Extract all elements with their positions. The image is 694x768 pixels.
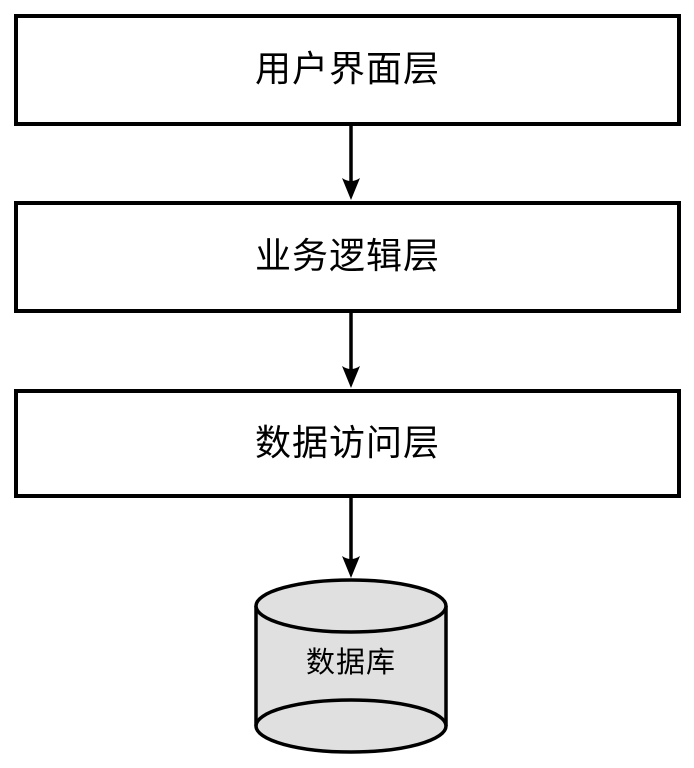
arrowhead-down-icon	[342, 178, 360, 200]
arrow-ui-to-business	[342, 126, 360, 200]
layer-label-ui: 用户界面层	[254, 49, 440, 90]
arrowhead-down-icon	[342, 366, 360, 388]
database-cylinder	[254, 578, 448, 754]
arrow-business-to-data	[342, 313, 360, 388]
layer-label-data-access: 数据访问层	[254, 422, 440, 464]
database-label: 数据库	[305, 645, 396, 679]
layer-box-business: 业务逻辑层	[14, 201, 681, 313]
layer-box-ui: 用户界面层	[14, 14, 681, 126]
layer-box-data-access: 数据访问层	[14, 389, 681, 498]
layer-label-business: 业务逻辑层	[254, 236, 440, 277]
arrowhead-down-icon	[342, 556, 360, 578]
arrow-data-to-database	[342, 498, 360, 578]
